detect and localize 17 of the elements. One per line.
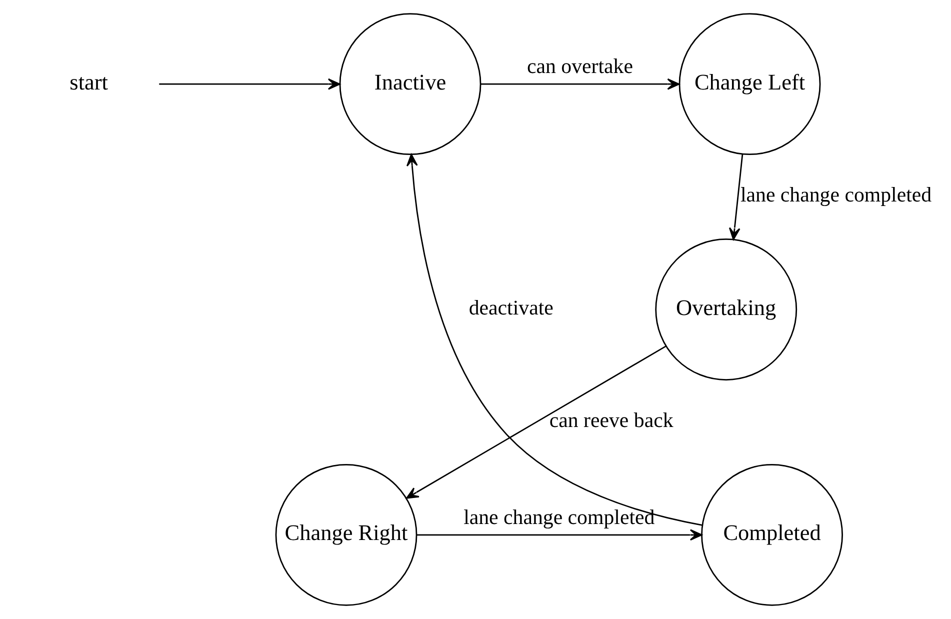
node-circle: Change Right bbox=[274, 464, 417, 606]
node-circle: Overtaking bbox=[654, 238, 797, 380]
edge-label: lane change completed bbox=[740, 182, 932, 207]
arrow bbox=[158, 78, 340, 90]
edge-label: can overtake bbox=[526, 54, 632, 78]
edge-label: lane change completed bbox=[463, 504, 654, 529]
edge-label: can reeve back bbox=[548, 408, 673, 432]
arrow bbox=[406, 346, 666, 499]
node-circle: Completed bbox=[700, 464, 842, 606]
arrow bbox=[406, 154, 702, 526]
arrow bbox=[728, 154, 743, 240]
node-circle: Inactive bbox=[338, 13, 481, 156]
arrow bbox=[416, 529, 702, 541]
node-circle: Change Left bbox=[678, 13, 820, 156]
node-text: start bbox=[69, 69, 108, 94]
arrow bbox=[480, 78, 680, 90]
edge-label: deactivate bbox=[468, 295, 553, 320]
